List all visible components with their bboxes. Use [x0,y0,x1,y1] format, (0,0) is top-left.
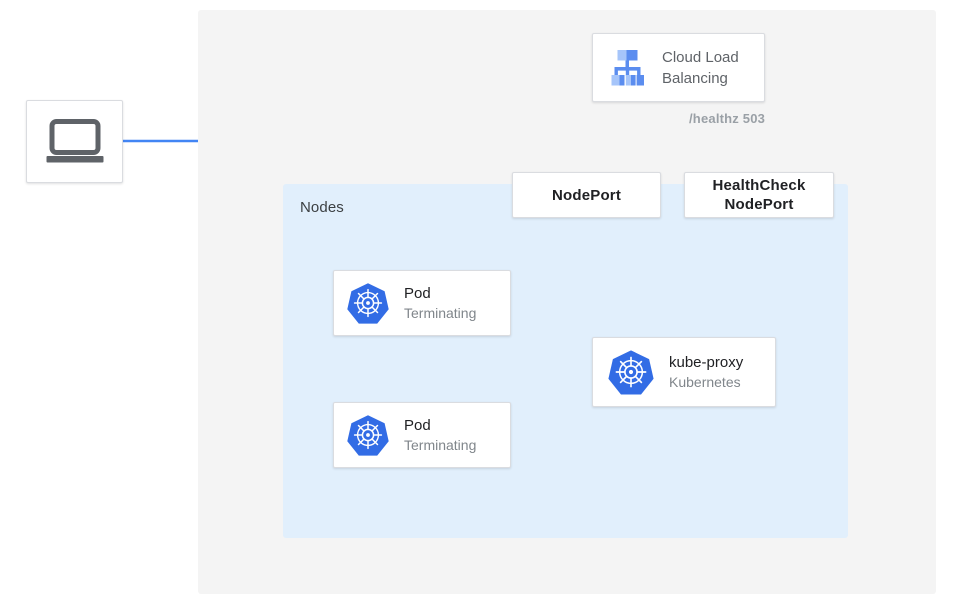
kubernetes-icon [607,348,655,396]
healthcheck-nodeport-label-line1: HealthCheck [712,177,806,194]
nodeport-node[interactable]: NodePort [512,172,661,218]
pod-node-2[interactable]: Pod Terminating [333,402,511,468]
cloud-load-balancing-label-line1: Cloud Load [662,48,739,66]
kubernetes-icon [346,413,390,457]
nodeport-label: NodePort [551,186,622,204]
kube-proxy-node[interactable]: kube-proxy Kubernetes [592,337,776,407]
kube-proxy-title: kube-proxy [669,353,744,371]
pod-title-2: Pod [404,416,431,434]
healthcheck-nodeport-node[interactable]: HealthCheck NodePort [684,172,834,218]
kubernetes-icon [346,281,390,325]
pod-status-2: Terminating [404,436,477,453]
healthz-edge-label: /healthz 503 [689,111,766,126]
cloud-load-balancing-node[interactable]: Cloud Load Balancing [592,33,765,102]
cloud-load-balancing-label-line2: Balancing [662,69,728,87]
healthcheck-nodeport-label: HealthCheck NodePort [712,176,805,214]
cloud-load-balancing-label: Cloud Load Balancing [662,47,739,89]
client-node[interactable] [26,100,123,183]
healthcheck-nodeport-label-line2: NodePort [724,196,794,213]
laptop-icon [45,118,105,165]
pod-node-1[interactable]: Pod Terminating [333,270,511,336]
pod-title-1: Pod [404,284,431,302]
pod-status-1: Terminating [404,304,477,321]
cloud-load-balancing-icon [606,49,648,87]
nodes-region-label: Nodes [300,199,344,216]
kube-proxy-subtitle: Kubernetes [669,373,741,390]
